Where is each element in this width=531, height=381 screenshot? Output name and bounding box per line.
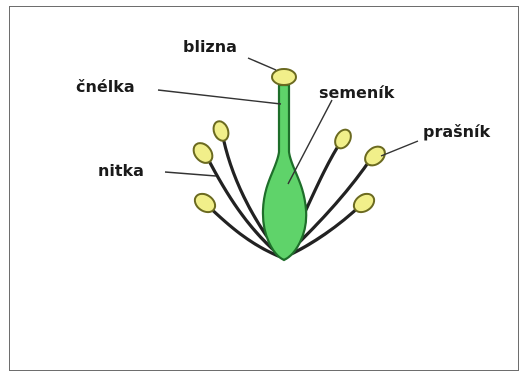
leader-anther	[381, 141, 418, 156]
pistil	[263, 69, 306, 260]
leader-stigma	[248, 58, 276, 70]
label-ovary: semeník	[319, 83, 395, 102]
label-anther: prašník	[423, 122, 491, 141]
anther-left-top	[211, 119, 231, 143]
anther-right-top	[332, 127, 354, 151]
ovary-and-style	[263, 85, 306, 260]
label-style: čnélka	[76, 77, 135, 96]
anther-left-middle	[190, 139, 216, 166]
stigma	[272, 69, 296, 85]
leader-style	[158, 90, 281, 104]
label-filament: nitka	[98, 161, 144, 180]
leader-filament	[165, 172, 216, 176]
label-stigma: blizna	[183, 37, 237, 56]
